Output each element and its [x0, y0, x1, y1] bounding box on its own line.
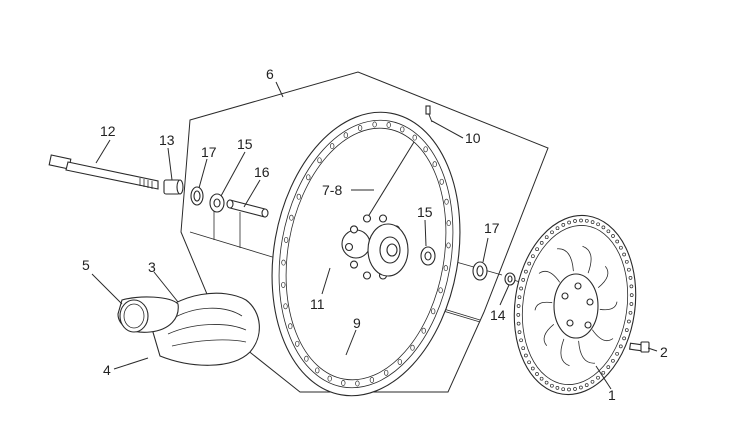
callout-5: 5 [82, 257, 90, 273]
brake-disc [513, 214, 637, 396]
callout-17-right: 17 [484, 220, 500, 236]
assembly-outline [180, 71, 549, 393]
spacer-tube [226, 199, 269, 218]
axle [48, 154, 159, 190]
callout-2: 2 [660, 344, 668, 360]
callout-1: 1 [608, 387, 616, 403]
callout-17-left: 17 [201, 144, 217, 160]
tyre-section [117, 292, 260, 366]
callout-6: 6 [266, 66, 274, 82]
spacer [504, 272, 516, 286]
seal-ring-left [190, 186, 204, 206]
callout-13: 13 [159, 132, 175, 148]
callout-9: 9 [353, 315, 361, 331]
callout-4: 4 [103, 362, 111, 378]
spoke [365, 141, 415, 221]
callout-11: 11 [310, 296, 325, 312]
disc-bolt [629, 341, 650, 353]
bearing-right [420, 246, 436, 266]
callout-10: 10 [465, 130, 481, 146]
hub [341, 214, 409, 280]
callout-7-8: 7-8 [322, 182, 342, 198]
callout-15-right: 15 [417, 204, 433, 220]
callout-16: 16 [254, 164, 270, 180]
valve [425, 105, 433, 123]
axle-nut [163, 179, 184, 195]
bearing-left [209, 193, 225, 213]
leader-lines [91, 81, 658, 390]
callout-3: 3 [148, 259, 156, 275]
seal-ring-right [472, 261, 488, 281]
callout-15-left: 15 [237, 136, 253, 152]
callout-12: 12 [100, 123, 116, 139]
callout-14: 14 [490, 307, 506, 323]
